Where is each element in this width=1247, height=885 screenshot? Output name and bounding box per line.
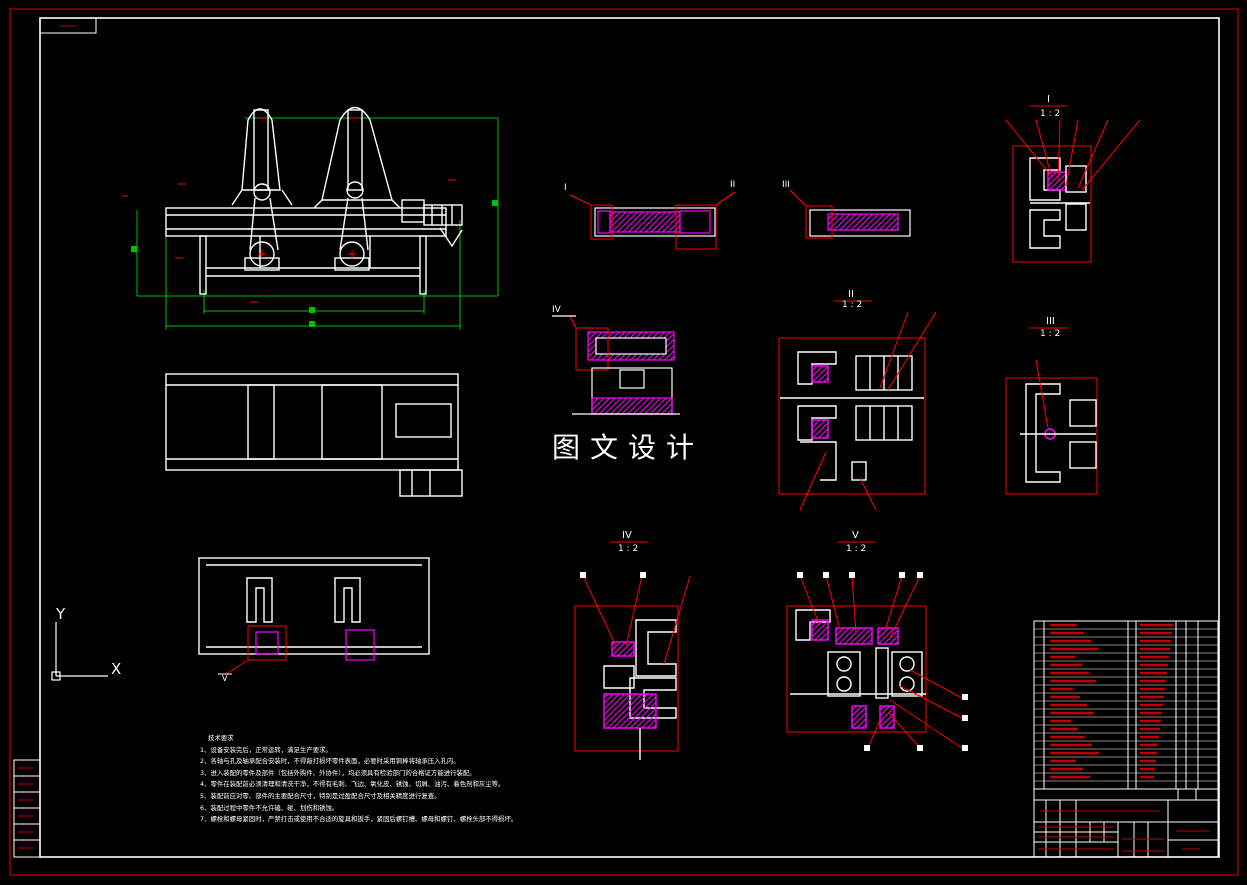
notes-line: 2、各轴与孔及轴承配合安装时，不得敲打损坏零件表面，必要时采用铜棒将轴承压入孔内… <box>200 757 460 766</box>
x-axis-label: X <box>111 660 122 678</box>
callout-i: I <box>564 183 567 193</box>
detail-iii: III 1 : 2 <box>1005 316 1098 495</box>
callout-v-side: V <box>222 674 228 683</box>
detail-iii-label: III <box>1046 316 1055 327</box>
detail-iv: IV 1 : 2 <box>574 530 691 760</box>
detail-i-scale: 1 : 2 <box>1040 109 1060 119</box>
technical-requirements: 技术要求 1、设备安装完后，正常运转，满足生产要求。 2、各轴与孔及轴承配合安装… <box>200 733 517 826</box>
notes-line: 6、装配过程中零件不允许磕、碰、划伤和锈蚀。 <box>200 803 339 812</box>
notes-line: 4、零件在装配前必须清理和清洗干净，不得有毛刺、飞边、氧化皮、锈蚀、切屑、油污、… <box>200 780 505 789</box>
notes-line: 1、设备安装完后，正常运转，满足生产要求。 <box>200 745 332 754</box>
notes-line: 7、螺栓和螺母紧固时，严禁打击或使用不合适的旋具和扳手，紧固后螺钉槽、螺母和螺钉… <box>200 815 518 824</box>
detail-iv-label: IV <box>622 530 632 541</box>
section-view-shaft-1: I II <box>564 180 736 250</box>
detail-iii-scale: 1 : 2 <box>1040 329 1060 339</box>
detail-iv-scale: 1 : 2 <box>618 544 638 554</box>
top-view <box>165 373 463 497</box>
detail-ii-label: II <box>848 289 854 300</box>
notes-line: 3、进入装配的零件及部件（包括外购件、外协件），均必须具有检验部门的合格证方能进… <box>200 768 476 777</box>
notes-line: 5、装配前应对零、部件的主要配合尺寸，特别是过盈配合尺寸及相关精度进行复查。 <box>200 791 441 800</box>
detail-ii: II 1 : 2 <box>778 289 937 511</box>
detail-v-scale: 1 : 2 <box>846 544 866 554</box>
section-view-shaft-2: III <box>782 180 911 239</box>
detail-ii-scale: 1 : 2 <box>842 300 862 310</box>
detail-i-label: I <box>1047 94 1050 105</box>
watermark-text: 图文设计 <box>552 431 705 464</box>
parts-list-table <box>1033 620 1219 790</box>
left-margin-strip <box>13 759 41 858</box>
sheet-border <box>9 8 1239 876</box>
notes-title: 技术要求 <box>208 734 234 742</box>
detail-i: I 1 : 2 <box>1005 94 1141 263</box>
detail-v: V 1 : 2 <box>786 530 968 751</box>
side-view: V <box>198 557 430 683</box>
callout-iii: III <box>782 180 790 190</box>
main-front-view <box>122 106 499 330</box>
callout-iv: IV <box>552 305 562 315</box>
section-view-belt-unit: IV <box>552 305 680 415</box>
ucs-axes <box>51 622 108 681</box>
parts-rows <box>1034 623 1218 782</box>
title-block <box>1033 788 1219 858</box>
y-axis-label: Y <box>56 605 66 623</box>
detail-v-label: V <box>852 530 859 541</box>
callout-ii: II <box>730 180 735 190</box>
